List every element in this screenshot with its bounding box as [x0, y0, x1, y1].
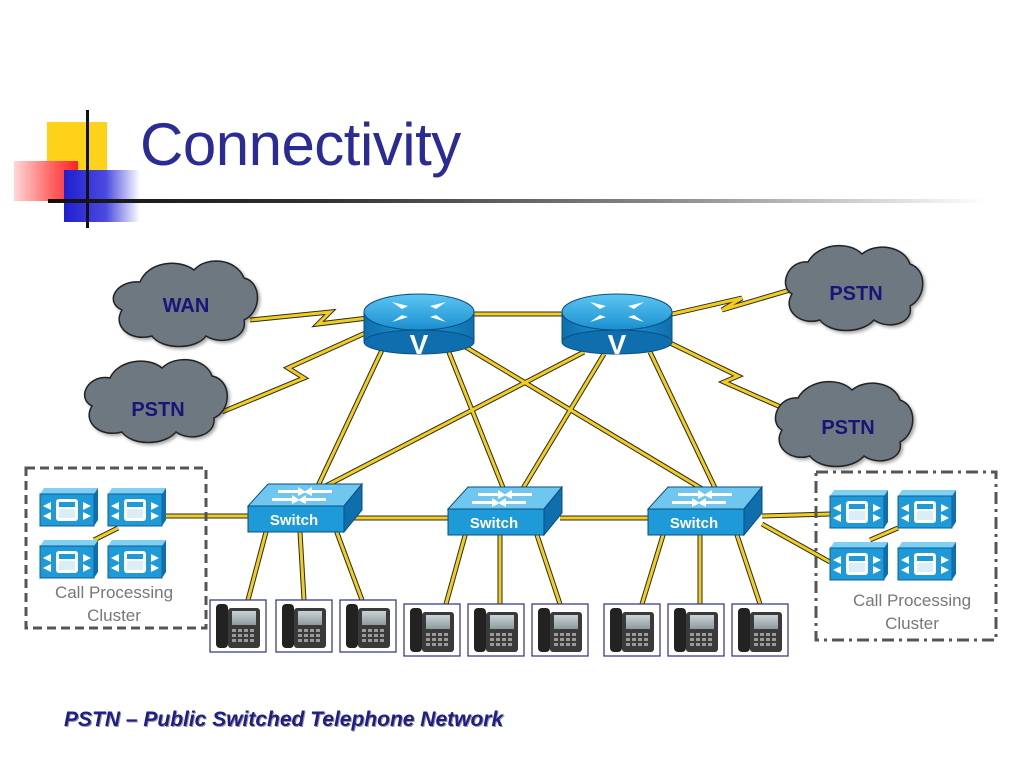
cloud-icon: [774, 380, 914, 468]
switch-2: Switch: [446, 485, 564, 537]
call-server-icon: [897, 489, 957, 529]
serial-link-pstn-router1: [221, 328, 373, 414]
router-label: V: [608, 329, 627, 360]
ip-phone-icon: [209, 599, 267, 653]
link-switch2-phone1: [444, 531, 468, 605]
switch-label: Switch: [270, 512, 318, 529]
ip-phone-icon: [667, 603, 725, 657]
link-cluster-right-internal: [869, 526, 899, 542]
ip-phone-icon: [339, 599, 397, 653]
voice-router-icon: [561, 293, 673, 355]
link-router1-switch1: [314, 349, 384, 491]
serial-link-pstn-router1-outline: [221, 327, 374, 415]
link-switch1-phone3: [334, 529, 364, 601]
ip-phones: [209, 599, 789, 657]
switch-icon: [446, 485, 564, 537]
call-server-icon: [39, 539, 99, 579]
link-switch3-cluster-right-a: [761, 512, 831, 518]
title-decoration-vertical-line: [86, 110, 89, 228]
link-switch3-cluster-right-b: [761, 522, 831, 564]
title-underline: [48, 199, 988, 203]
cluster-left-border: [24, 466, 208, 630]
ip-phone-icon: [275, 599, 333, 653]
cluster-right-border: [814, 470, 998, 642]
cluster-left: Call Processing Cluster: [24, 466, 208, 630]
ip-phone-icon: [603, 603, 661, 657]
link-router1-switch3: [463, 344, 705, 492]
switch-3: Switch: [646, 485, 764, 537]
title-decoration-blue-bar: [64, 170, 140, 222]
serial-link-router2-pstn-right: [663, 338, 793, 414]
call-server-icon: [107, 539, 167, 579]
cloud-icon: [83, 358, 228, 444]
serial-link-wan-router1-inner: [249, 310, 369, 327]
ip-phone-icon: [467, 603, 525, 657]
call-server-icon: [897, 541, 957, 581]
link-switch2-phone3: [534, 531, 562, 605]
call-server-icon: [107, 487, 167, 527]
cloud-pstn-top-right: PSTN: [784, 244, 924, 332]
link-router2-switch1: [317, 350, 585, 492]
link-switch1-phone2: [298, 531, 306, 601]
ip-phone-icon: [403, 603, 461, 657]
link-router2-switch2: [520, 353, 606, 491]
cluster-right-label-line2: Cluster: [885, 614, 939, 633]
switch-icon: [246, 482, 364, 534]
slide-title: Connectivity: [140, 111, 461, 178]
cloud-label-pstn-top-right: PSTN: [829, 283, 882, 305]
link-router1-switch2: [446, 349, 506, 491]
call-server-icon: [39, 487, 99, 527]
switch-1: Switch: [246, 482, 364, 534]
switch-label: Switch: [470, 515, 518, 532]
cluster-left-label-line2: Cluster: [87, 606, 141, 625]
footer-note: PSTN – Public Switched Telephone Network: [64, 708, 504, 731]
cluster-left-label-line1: Call Processing: [55, 583, 173, 602]
cloud-icon: [112, 260, 259, 348]
cloud-wan: WAN: [112, 260, 259, 348]
ip-phone-icon: [731, 603, 789, 657]
switch-icon: [646, 485, 764, 537]
cloud-icon: [784, 244, 924, 332]
cloud-label-pstn-left: PSTN: [131, 399, 184, 421]
serial-link-router2-pstn-top: [667, 288, 791, 317]
cluster-right-label-line1: Call Processing: [853, 591, 971, 610]
cloud-label-pstn-right: PSTN: [821, 417, 874, 439]
link-cluster-left-internal: [93, 526, 119, 542]
ip-phone-icon: [531, 603, 589, 657]
cloud-pstn-right: PSTN: [774, 380, 914, 468]
voice-router-icon: [363, 293, 475, 355]
link-switch1-phone1: [246, 531, 268, 601]
voice-router-1: V: [363, 293, 475, 360]
link-switch3-phone3: [734, 531, 762, 605]
voice-router-2: V: [561, 293, 673, 360]
call-server-icon: [829, 489, 889, 529]
switch-label: Switch: [670, 515, 718, 532]
link-switch3-phone1: [640, 531, 666, 605]
network-links: [92, 287, 899, 605]
cloud-pstn-left: PSTN: [83, 358, 228, 444]
call-server-icon: [829, 541, 889, 581]
link-router2-switch3: [648, 351, 718, 491]
cluster-right: Call Processing Cluster: [814, 470, 998, 642]
cloud-label-wan: WAN: [163, 295, 210, 317]
router-label: V: [410, 329, 429, 360]
